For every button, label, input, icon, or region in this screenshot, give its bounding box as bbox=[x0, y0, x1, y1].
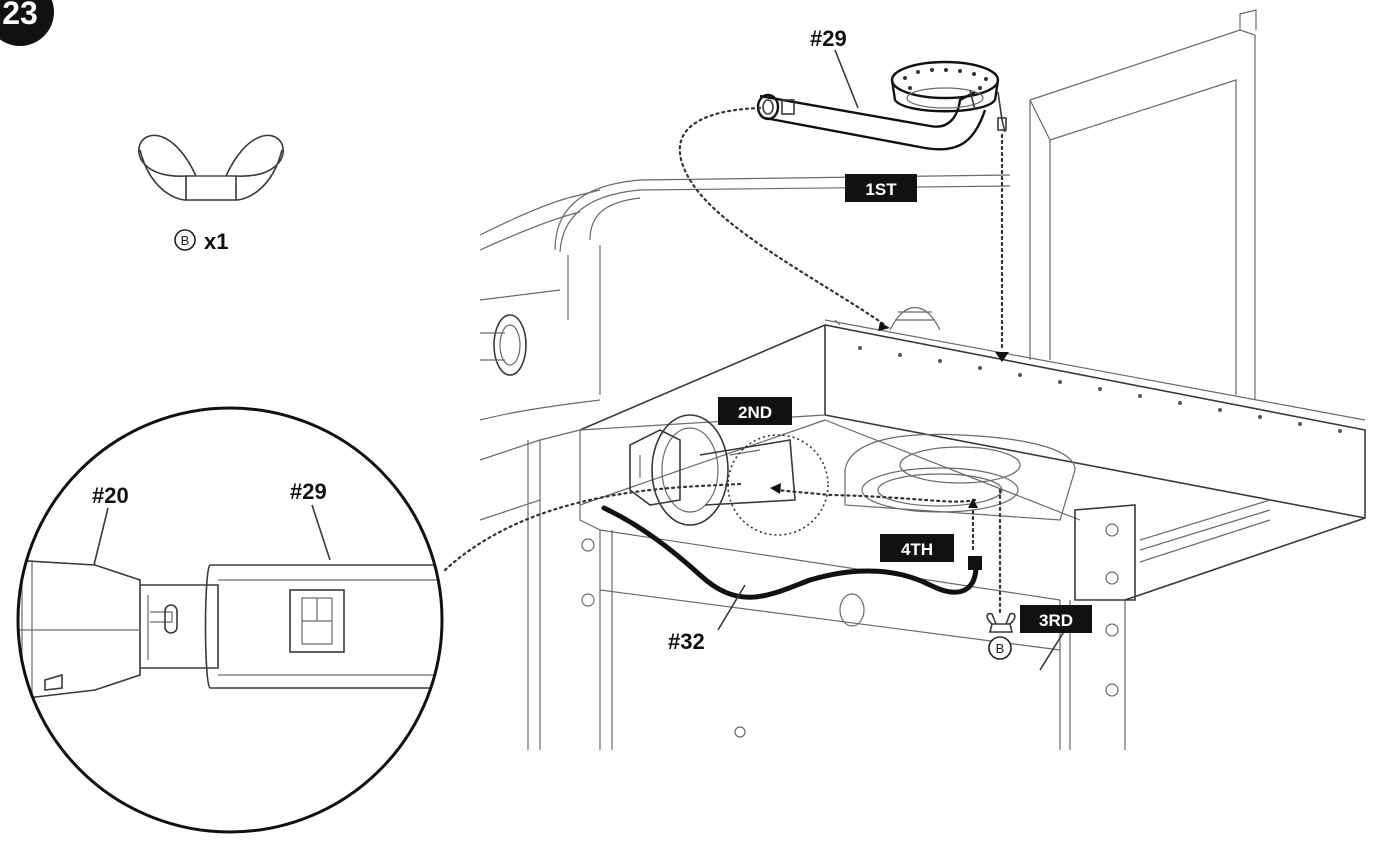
leader-lines bbox=[717, 49, 1066, 671]
step-number: 23 bbox=[2, 0, 38, 31]
hose-connector bbox=[968, 556, 982, 570]
svg-text:4TH: 4TH bbox=[901, 540, 933, 559]
part-label-32: #32 bbox=[668, 629, 705, 654]
svg-text:3RD: 3RD bbox=[1039, 611, 1073, 630]
step-tag-2nd: 2ND bbox=[718, 397, 792, 425]
burner-29 bbox=[756, 60, 1007, 151]
detail-zoom-marker bbox=[727, 434, 829, 536]
wing-nut-hardware: B x1 bbox=[138, 134, 284, 254]
svg-text:2ND: 2ND bbox=[738, 403, 772, 422]
hardware-letter-circle bbox=[174, 229, 196, 251]
assembly-paths bbox=[443, 106, 1009, 617]
step-tag-4th: 4TH bbox=[880, 534, 954, 562]
step-tag-3rd: 3RD bbox=[1020, 605, 1092, 633]
step-badge: 23 bbox=[0, 0, 54, 46]
hardware-quantity: x1 bbox=[204, 229, 228, 254]
detail-zoom-circle: #20 #29 bbox=[16, 406, 444, 834]
part-label-hardware-b: B bbox=[996, 641, 1005, 656]
svg-text:1ST: 1ST bbox=[865, 180, 897, 199]
hardware-letter: B bbox=[181, 233, 190, 248]
step-tag-1st: 1ST bbox=[845, 174, 917, 202]
grill-body bbox=[479, 9, 1257, 750]
part-label-29: #29 bbox=[810, 26, 847, 51]
zoom-part-label-20: #20 bbox=[92, 483, 129, 508]
hose-32 bbox=[601, 505, 979, 600]
zoom-part-label-29: #29 bbox=[290, 479, 327, 504]
side-burner-shelf bbox=[579, 306, 1366, 601]
wing-nut-installed: B bbox=[986, 612, 1016, 660]
